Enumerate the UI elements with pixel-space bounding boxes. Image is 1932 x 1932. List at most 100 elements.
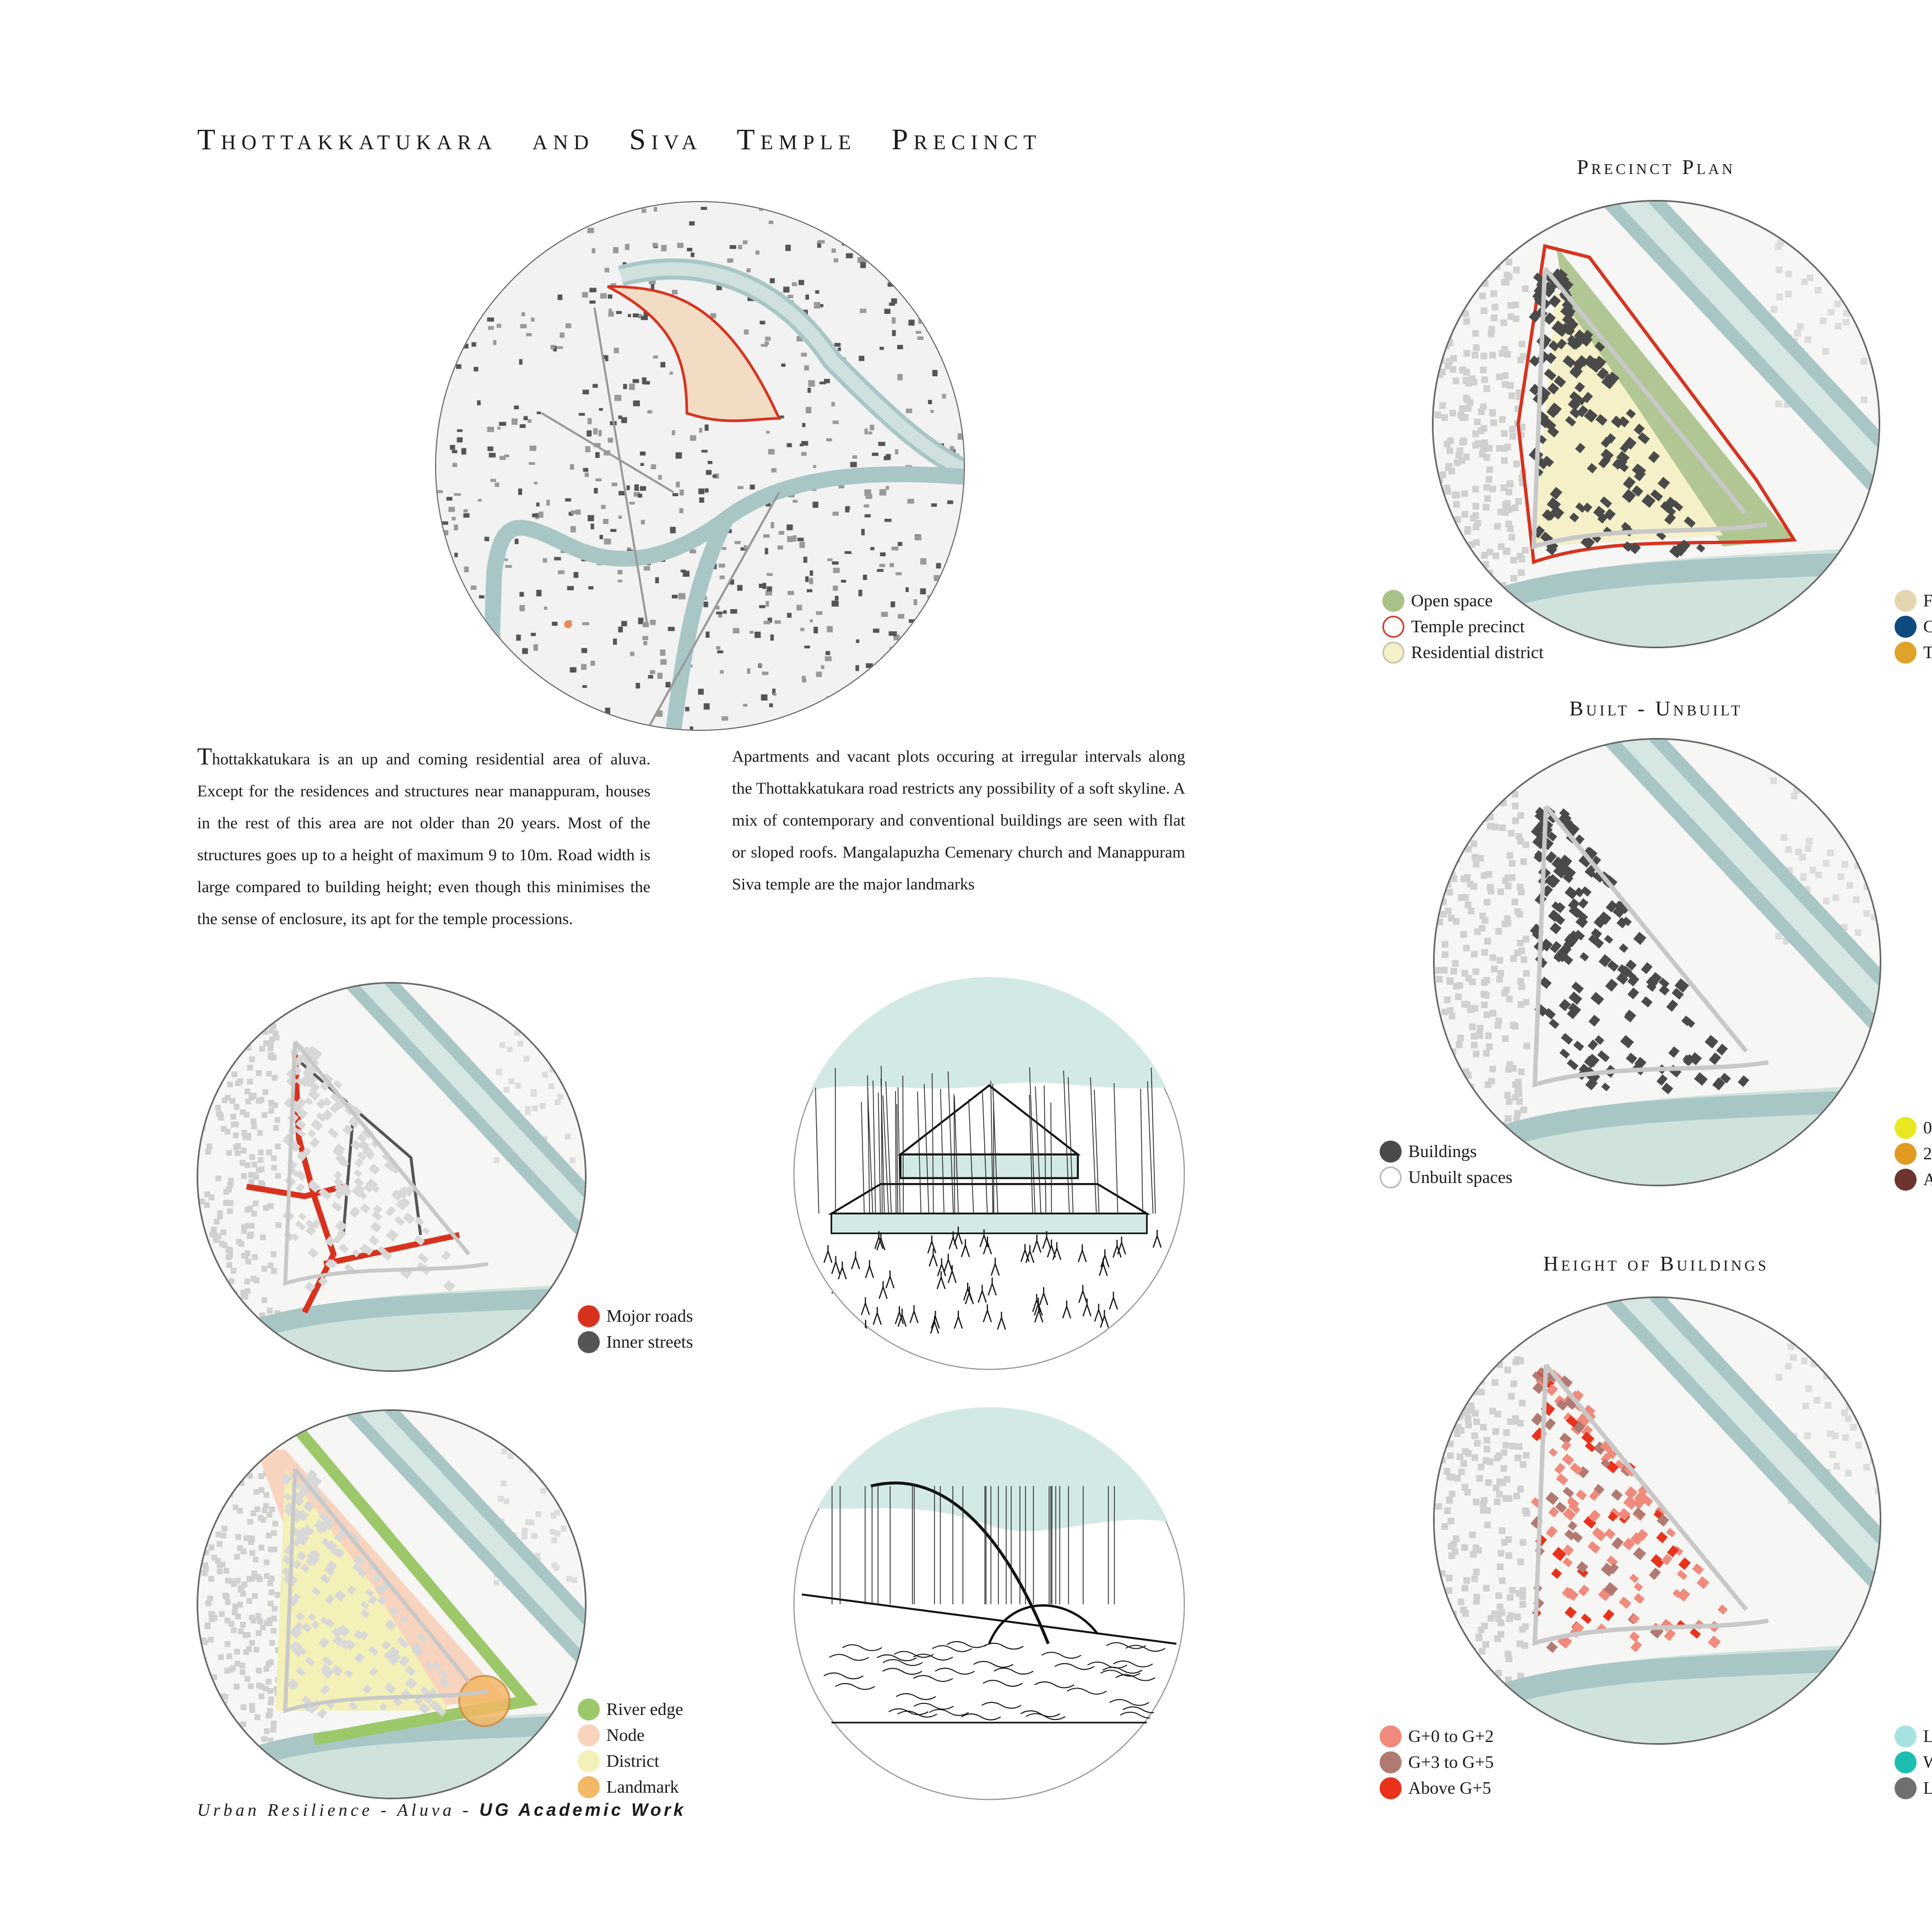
building-mark (896, 572, 902, 576)
building-mark (1446, 1087, 1453, 1094)
precinct-plan-title: Precinct Plan (1577, 156, 1735, 179)
building-mark (1512, 1358, 1519, 1365)
building-footprint (1707, 1635, 1721, 1649)
building-mark (487, 446, 493, 452)
building-footprint (332, 1627, 342, 1638)
building-mark (1770, 777, 1777, 784)
building-mark (690, 726, 693, 730)
building-footprint (430, 1702, 440, 1712)
building-mark (239, 1743, 245, 1750)
building-mark (613, 638, 617, 645)
building-mark (225, 1094, 231, 1101)
building-mark (1483, 1011, 1490, 1018)
building-mark (207, 1054, 213, 1060)
bridge-deck (801, 1593, 1177, 1645)
building-footprint (385, 1619, 397, 1631)
building-mark (1451, 1365, 1458, 1372)
building-mark (678, 593, 686, 600)
building-mark (262, 1507, 268, 1513)
building-footprint (1678, 539, 1691, 552)
building-mark (1463, 350, 1470, 357)
building-mark (858, 589, 862, 596)
building-mark (1444, 996, 1451, 1003)
building-mark (716, 611, 723, 615)
building-mark (452, 339, 456, 343)
building-footprint (1571, 1390, 1583, 1402)
building-footprint (363, 1182, 374, 1193)
figure-stroke (861, 1297, 870, 1315)
building-mark (762, 671, 769, 675)
building-footprint (295, 1183, 305, 1193)
building-footprint (354, 1169, 362, 1177)
building-footprint (359, 1631, 368, 1641)
building-mark (1448, 827, 1455, 834)
building-footprint (1604, 935, 1614, 944)
building-mark (551, 1537, 557, 1544)
building-mark (459, 303, 464, 307)
building-mark (921, 202, 928, 208)
building-mark (490, 479, 496, 482)
river-edge-zone (294, 1426, 538, 1746)
residential-district (1533, 290, 1723, 547)
building-mark (879, 489, 887, 496)
building-mark (1460, 437, 1467, 444)
building-mark (1436, 976, 1443, 983)
building-mark (873, 628, 880, 633)
building-footprint (417, 1633, 428, 1643)
building-footprint (1553, 865, 1567, 879)
building-mark (249, 1154, 256, 1160)
building-footprint (417, 1702, 430, 1714)
building-mark (1472, 330, 1479, 337)
building-mark (594, 443, 601, 448)
building-mark (1484, 1521, 1491, 1528)
building-mark (235, 1577, 241, 1584)
building-footprint (335, 1153, 346, 1164)
legend-label: Residential district (1411, 642, 1544, 662)
building-mark (900, 688, 908, 693)
building-footprint (1605, 875, 1618, 887)
building-mark (494, 635, 498, 642)
building-mark (1481, 376, 1488, 383)
building-mark (199, 1028, 205, 1035)
building-mark (534, 1553, 541, 1559)
building-mark (1441, 313, 1448, 320)
building-mark (948, 249, 952, 254)
building-mark (221, 1097, 228, 1104)
building-mark (881, 611, 888, 617)
building-mark (1446, 1132, 1453, 1139)
building-mark (240, 1721, 246, 1728)
building-mark (1439, 816, 1446, 823)
building-mark (249, 1033, 256, 1039)
tree-stroke (882, 1095, 889, 1214)
building-mark (1446, 1496, 1453, 1504)
legend-item: G+0 to G+2 (1380, 1723, 1494, 1749)
building-mark (1439, 1088, 1446, 1095)
building-mark (1483, 976, 1490, 984)
building-mark (208, 1726, 214, 1732)
building-mark (211, 1227, 217, 1233)
building-mark (561, 1526, 567, 1532)
building-mark (242, 1632, 248, 1638)
legend-label: G+3 to G+5 (1408, 1752, 1494, 1772)
building-mark (918, 273, 922, 276)
building-mark (654, 207, 658, 212)
building-mark (457, 429, 463, 432)
building-mark (198, 1263, 205, 1269)
building-mark (767, 617, 772, 623)
building-mark (266, 1511, 273, 1518)
building-mark (1464, 874, 1471, 881)
building-mark (274, 1117, 280, 1123)
bridge-sketch (792, 1407, 1186, 1801)
building-mark (1460, 823, 1467, 830)
building-mark (954, 378, 958, 384)
building-footprint (1696, 544, 1706, 553)
building-mark (518, 488, 523, 495)
building-footprint (1607, 1449, 1617, 1459)
building-mark (1499, 416, 1506, 423)
building-mark (241, 1581, 248, 1588)
building-mark (1772, 1322, 1779, 1329)
roads (541, 307, 780, 730)
building-footprint (1633, 1593, 1645, 1604)
building-mark (813, 627, 818, 633)
building-mark (213, 1320, 219, 1327)
